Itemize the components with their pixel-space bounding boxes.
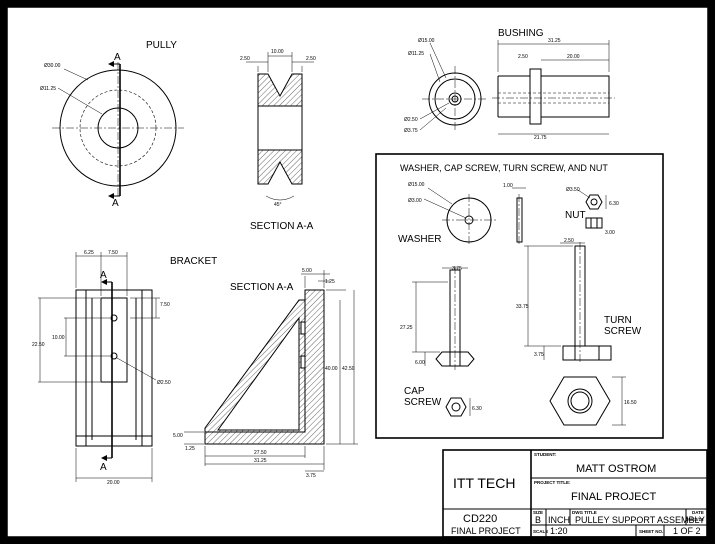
cut-label-a-top: A	[114, 52, 121, 63]
dim-washer-d3: Ø3.00	[408, 198, 422, 204]
bushing-title: BUSHING	[498, 28, 544, 39]
dim-washer-1: 1.00	[503, 183, 513, 189]
bushing-views: BUSHING Ø15.00 Ø11.25 Ø2.50 Ø3.75 31.25 …	[404, 28, 615, 141]
dim-section-250a: 2.50	[240, 56, 250, 62]
size-label: SIZE	[533, 510, 543, 515]
dim-bracket-10: 10.00	[52, 335, 65, 341]
dwg-title: PULLEY SUPPORT ASSEMBLY	[575, 515, 705, 525]
dim-ts-250: 2.50	[564, 238, 574, 244]
dim-sec-500: 5.00	[302, 268, 312, 274]
dim-bush-d11: Ø11.25	[408, 51, 424, 57]
date-value: 05/22/13	[686, 517, 704, 522]
project-title: FINAL PROJECT	[571, 491, 656, 503]
student-name: MATT OSTROM	[576, 463, 656, 475]
dim-bush-d375: Ø3.75	[404, 128, 418, 134]
pully-front-view: PULLY A A Ø30.00 Ø11.25	[40, 40, 184, 209]
hardware-box-title: WASHER, CAP SCREW, TURN SCREW, AND NUT	[400, 163, 608, 173]
sheet-label: SHEET NO.	[639, 529, 663, 534]
cap-screw-label-1: CAP	[404, 386, 425, 397]
dim-sec-375: 3.75	[306, 473, 316, 479]
dim-bush-250: 2.50	[518, 54, 528, 60]
dim-bush-d25: Ø2.50	[404, 117, 418, 123]
dim-pully-d11: Ø11.25	[40, 86, 56, 92]
pully-section-view: SECTION A-A 10.00 2.50 2.50 45°	[240, 49, 316, 232]
dim-sec-5: 5.00	[173, 433, 183, 439]
dim-bracket-750: 7.50	[108, 250, 118, 256]
dim-sec-4250: 42.50	[342, 366, 355, 372]
turn-screw-label-2: SCREW	[604, 326, 642, 337]
cap-screw-label-2: SCREW	[404, 397, 442, 408]
date-label: DATE	[692, 510, 704, 515]
dim-section-45: 45°	[274, 202, 282, 208]
title-block: ITT TECH CD220 FINAL PROJECT STUDENT: MA…	[442, 449, 708, 538]
scale-label: SCALE	[533, 529, 548, 534]
company-name: ITT TECH	[453, 475, 516, 491]
dim-ts-3375: 33.75	[516, 304, 529, 310]
dim-sec-125: 1.25	[325, 279, 335, 285]
dim-section-10: 10.00	[271, 49, 284, 55]
dim-washer-d15: Ø15.00	[408, 182, 425, 188]
cut-label-a-bottom: A	[112, 198, 119, 209]
dim-nut-300: 3.00	[605, 230, 615, 236]
dwg-title-label: DWG TITLE	[572, 510, 597, 515]
dim-ts-375: 3.75	[534, 352, 544, 358]
pully-section-title: SECTION A-A	[250, 221, 314, 232]
dim-bush-20: 20.00	[567, 54, 580, 60]
hardware-box: WASHER, CAP SCREW, TURN SCREW, AND NUT W…	[375, 153, 664, 439]
dim-sec-3125: 31.25	[254, 458, 267, 464]
dim-cs-375: 3.75	[452, 266, 462, 272]
dim-bracket-750b: 7.50	[160, 302, 170, 308]
bracket-front-view: BRACKET A A 6.25 7.50 7.50 10.00 22.5	[32, 250, 217, 486]
scale-value: 1:20	[550, 526, 568, 536]
turn-screw-label-1: TURN	[604, 315, 632, 326]
units-value: INCH	[548, 515, 570, 525]
dim-cs-630: 6.30	[472, 406, 482, 412]
size-value: B	[535, 515, 541, 525]
cut-a-bracket-top: A	[100, 270, 107, 281]
dim-bracket-20: 20.00	[107, 480, 120, 486]
drawing-border	[6, 6, 709, 538]
course-code: CD220	[463, 513, 497, 525]
cut-a-bracket-bottom: A	[100, 462, 107, 473]
dim-sec-2750: 27.50	[254, 450, 267, 456]
course-subtitle: FINAL PROJECT	[451, 526, 521, 536]
pully-title: PULLY	[146, 40, 177, 51]
dim-nut-d350: Ø3.50	[566, 187, 580, 193]
dim-cs-600: 6.00	[415, 360, 425, 366]
dim-bracket-d250: Ø2.50	[157, 380, 171, 386]
dim-sec-40: 40.00	[325, 366, 338, 372]
dim-bush-2175: 21.75	[534, 135, 547, 141]
dim-section-250b: 2.50	[306, 56, 316, 62]
dim-bush-d15: Ø15.00	[418, 38, 435, 44]
dim-nut-630: 6.30	[609, 201, 619, 207]
project-title-label: PROJECT TITLE:	[534, 480, 571, 485]
dim-pully-d30: Ø30.00	[44, 63, 61, 69]
dim-bracket-625: 6.25	[84, 250, 94, 256]
dim-cs-2725: 27.25	[400, 325, 413, 331]
bracket-section-title: SECTION A-A	[230, 282, 294, 293]
washer-label: WASHER	[398, 234, 442, 245]
student-label: STUDENT:	[534, 452, 557, 457]
dim-bush-3125: 31.25	[548, 38, 561, 44]
nut-label: NUT	[565, 210, 586, 221]
bracket-section-view: SECTION A-A 5.00 1.25 40.00 42.50 5.00 1…	[173, 268, 358, 479]
dim-bracket-2250: 22.50	[32, 342, 45, 348]
dim-sec-125b: 1.25	[185, 446, 195, 452]
sheet-value: 1 OF 2	[673, 526, 701, 536]
bracket-title: BRACKET	[170, 256, 217, 267]
dim-ts-1650: 16.50	[624, 400, 637, 406]
